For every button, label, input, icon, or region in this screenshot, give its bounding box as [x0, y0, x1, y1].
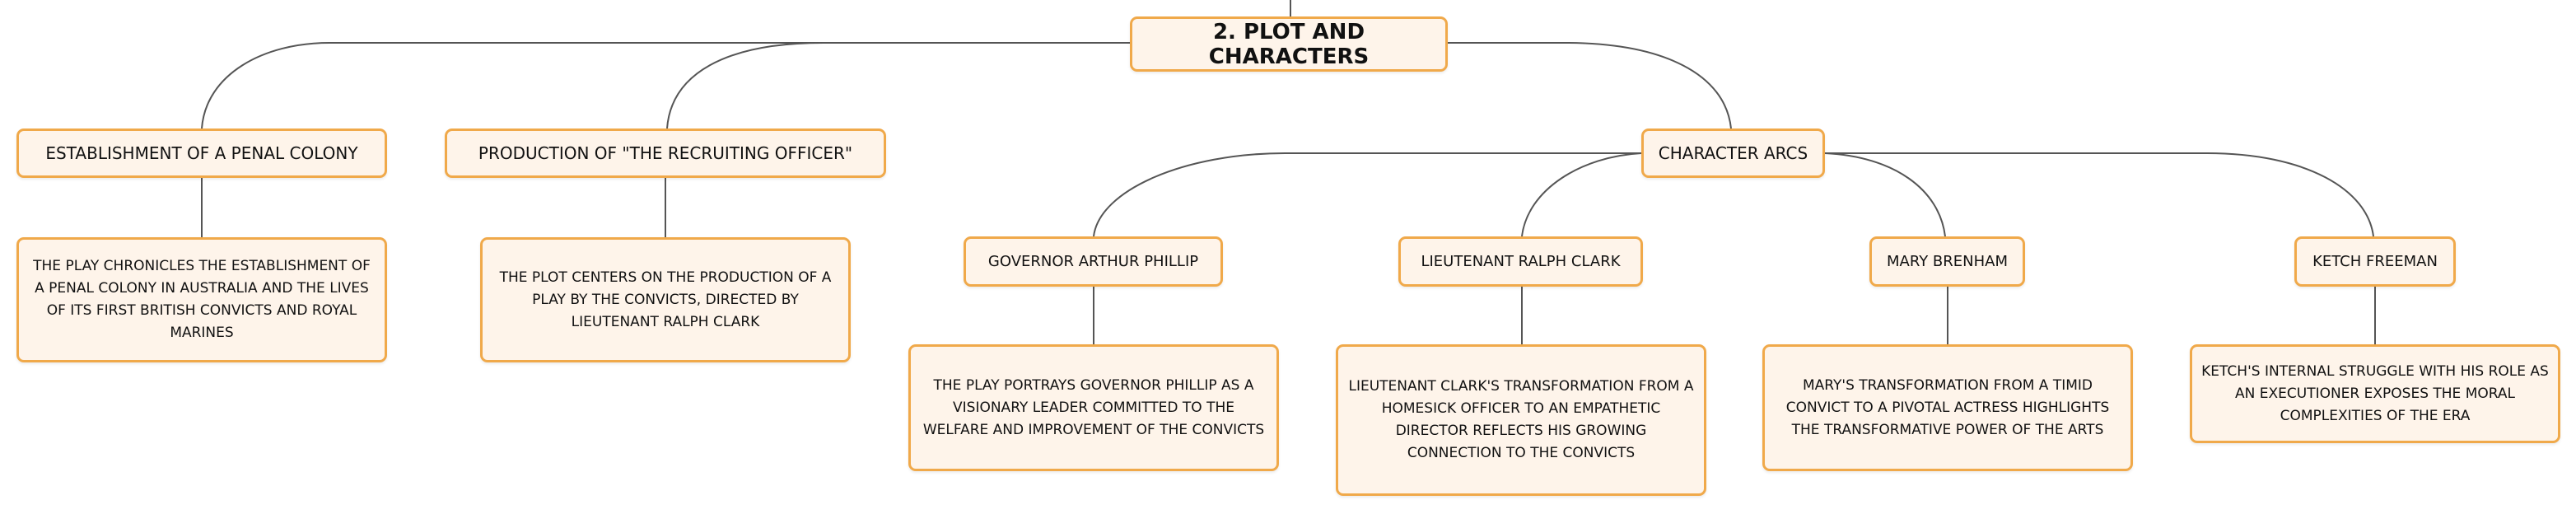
topic-establishment-penal-colony[interactable]: ESTABLISHMENT OF A PENAL COLONY	[16, 128, 387, 178]
description-lieutenant-ralph-clark[interactable]: LIEUTENANT CLARK'S TRANSFORMATION FROM A…	[1336, 344, 1706, 496]
root-topic-label: 2. PLOT AND CHARACTERS	[1208, 19, 1370, 69]
topic-mary-brenham[interactable]: MARY BRENHAM	[1869, 236, 2025, 287]
topic-label: GOVERNOR ARTHUR PHILLIP	[987, 253, 1199, 270]
topic-governor-arthur-phillip[interactable]: GOVERNOR ARTHUR PHILLIP	[964, 236, 1223, 287]
description-establishment-penal-colony[interactable]: THE PLAY CHRONICLES THE ESTABLISHMENT OF…	[16, 237, 387, 362]
description-text: THE PLAY PORTRAYS GOVERNOR PHILLIP AS A …	[922, 376, 1265, 438]
connector-arcs-ketch	[1825, 152, 2374, 237]
description-text: MARY'S TRANSFORMATION FROM A TIMID CONVI…	[1785, 376, 2110, 438]
topic-label: LIEUTENANT RALPH CLARK	[1421, 253, 1621, 270]
description-text: THE PLAY CHRONICLES THE ESTABLISHMENT OF…	[33, 258, 371, 341]
connector-root-production	[666, 42, 1130, 129]
topic-label: KETCH FREEMAN	[2312, 253, 2438, 270]
description-text: LIEUTENANT CLARK'S TRANSFORMATION FROM A…	[1348, 378, 1694, 461]
description-ketch-freeman[interactable]: KETCH'S INTERNAL STRUGGLE WITH HIS ROLE …	[2190, 344, 2560, 443]
description-text: THE PLOT CENTERS ON THE PRODUCTION OF A …	[499, 269, 832, 330]
description-mary-brenham[interactable]: MARY'S TRANSFORMATION FROM A TIMID CONVI…	[1762, 344, 2133, 471]
topic-label: CHARACTER ARCS	[1658, 143, 1808, 163]
description-production-recruiting-officer[interactable]: THE PLOT CENTERS ON THE PRODUCTION OF A …	[480, 237, 851, 362]
topic-label: PRODUCTION OF "THE RECRUITING OFFICER"	[478, 143, 853, 163]
description-text: KETCH'S INTERNAL STRUGGLE WITH HIS ROLE …	[2201, 362, 2549, 424]
topic-production-recruiting-officer[interactable]: PRODUCTION OF "THE RECRUITING OFFICER"	[445, 128, 886, 178]
topic-character-arcs[interactable]: CHARACTER ARCS	[1641, 128, 1825, 178]
description-governor-arthur-phillip[interactable]: THE PLAY PORTRAYS GOVERNOR PHILLIP AS A …	[908, 344, 1279, 471]
connector-arcs-phillip	[1093, 152, 1641, 237]
connector-arcs-mary	[1824, 152, 1946, 237]
connector-root-character-arcs	[1448, 42, 1732, 129]
root-topic[interactable]: 2. PLOT AND CHARACTERS	[1130, 16, 1448, 72]
topic-label: ESTABLISHMENT OF A PENAL COLONY	[45, 143, 358, 163]
connector-arcs-clark	[1521, 152, 1642, 237]
connector-root-establishment	[201, 42, 1130, 129]
topic-label: MARY BRENHAM	[1887, 253, 2008, 270]
topic-ketch-freeman[interactable]: KETCH FREEMAN	[2294, 236, 2456, 287]
topic-lieutenant-ralph-clark[interactable]: LIEUTENANT RALPH CLARK	[1398, 236, 1643, 287]
